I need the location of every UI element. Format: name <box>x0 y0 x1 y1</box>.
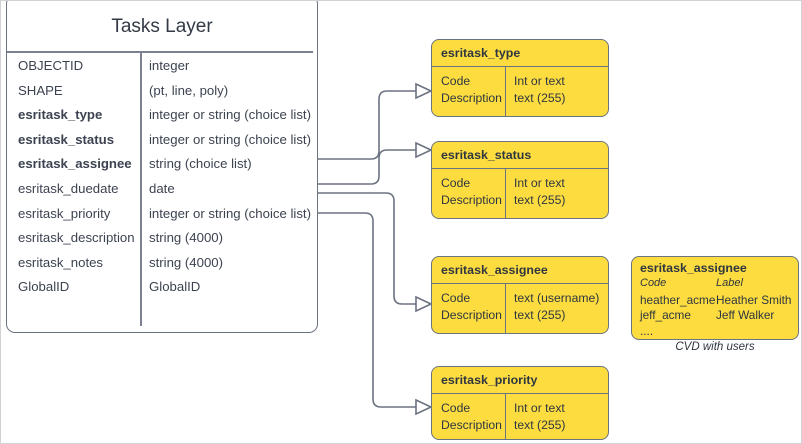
column-divider <box>505 283 507 333</box>
field-name: OBJECTID <box>18 58 84 73</box>
table-row[interactable]: esritask_priority integer or string (cho… <box>7 206 317 231</box>
table-row[interactable]: esritask_status integer or string (choic… <box>7 132 317 157</box>
cvd-code: .... <box>640 323 654 338</box>
domain-right-line: text (255) <box>514 417 566 432</box>
field-type: date <box>149 180 175 196</box>
domain-left-line: Code <box>441 291 471 305</box>
domain-left-line: Code <box>441 401 471 415</box>
header-divider <box>432 168 608 170</box>
domain-left-line: Code <box>441 176 471 190</box>
cvd-caption: CVD with users <box>675 341 755 353</box>
field-type: integer <box>149 58 190 73</box>
field-name: esritask_status <box>18 131 115 147</box>
domain-box-esritask-status[interactable]: esritask_status Code Description Int or … <box>431 141 609 219</box>
arrowhead-assignee <box>415 295 433 313</box>
table-row[interactable]: esritask_description string (4000) <box>7 230 317 255</box>
title-divider <box>7 51 313 53</box>
domain-header: esritask_assignee <box>441 263 548 277</box>
field-list: OBJECTID integer SHAPE (pt, line, poly) … <box>7 58 317 304</box>
domain-right-line: Int or text <box>514 74 565 88</box>
field-type: (pt, line, poly) <box>149 82 229 98</box>
cvd-code: jeff_acme <box>640 308 691 322</box>
domain-left-column: Code Description <box>441 175 502 208</box>
arrowhead-type <box>415 82 433 100</box>
field-type: GlobalID <box>149 279 201 295</box>
table-row[interactable]: esritask_notes string (4000) <box>7 255 317 280</box>
field-type: string (4000) <box>149 230 224 246</box>
cvd-row: .... <box>640 324 798 340</box>
domain-right-line: text (255) <box>514 90 566 105</box>
cvd-label: Heather Smith <box>716 292 792 307</box>
cvd-header-label: Label <box>716 277 743 289</box>
header-divider <box>432 393 608 395</box>
domain-header: esritask_priority <box>441 373 538 387</box>
table-row[interactable]: esritask_type integer or string (choice … <box>7 107 317 132</box>
field-name: GlobalID <box>18 279 70 295</box>
field-type: string (4000) <box>149 254 224 270</box>
domain-right-line: text (255) <box>514 192 566 207</box>
domain-right-line: text (255) <box>514 307 566 322</box>
field-type: integer or string (choice list) <box>149 131 311 147</box>
cvd-header-code: Code <box>640 277 667 289</box>
domain-header: esritask_type <box>441 46 521 60</box>
domain-box-esritask-assignee[interactable]: esritask_assignee Code Description text … <box>431 256 609 334</box>
arrowhead-priority <box>415 398 433 416</box>
connector-assignee <box>318 192 416 305</box>
domain-left-line: Description <box>441 90 502 105</box>
page-title: Tasks Layer <box>111 16 213 37</box>
column-divider <box>505 66 507 116</box>
domain-right-column: Int or text text (255) <box>514 73 565 106</box>
entity-tasks-layer[interactable]: Tasks Layer OBJECTID integer SHAPE (pt, … <box>6 1 318 333</box>
field-name: esritask_type <box>18 107 103 123</box>
connector-priority <box>318 212 416 408</box>
domain-left-line: Code <box>441 74 471 88</box>
column-divider <box>505 393 507 439</box>
field-type: integer or string (choice list) <box>149 107 311 123</box>
domain-left-column: Code Description <box>441 400 502 433</box>
cvd-header-row: Code Label <box>640 277 798 293</box>
field-name: esritask_notes <box>18 254 104 270</box>
field-name: SHAPE <box>18 82 63 98</box>
field-name: esritask_duedate <box>18 180 119 196</box>
domain-header: esritask_status <box>441 148 532 162</box>
connector-status <box>318 149 416 185</box>
domain-left-line: Description <box>441 307 502 322</box>
table-row[interactable]: GlobalID GlobalID <box>7 279 317 304</box>
cvd-code: heather_acme <box>640 292 716 307</box>
cvd-title: esritask_assignee <box>640 261 747 275</box>
table-row[interactable]: SHAPE (pt, line, poly) <box>7 83 317 108</box>
domain-right-column: Int or text text (255) <box>514 175 565 208</box>
field-name: esritask_description <box>18 230 135 246</box>
cvd-grid: Code Label heather_acme Heather Smith je… <box>640 277 798 339</box>
header-divider <box>432 66 608 68</box>
column-divider <box>505 168 507 218</box>
table-row[interactable]: esritask_assignee string (choice list) <box>7 156 317 181</box>
domain-left-column: Code Description <box>441 290 502 323</box>
cvd-row: heather_acme Heather Smith <box>640 293 798 309</box>
domain-right-line: Int or text <box>514 401 565 415</box>
arrowhead-status <box>415 141 433 159</box>
column-divider <box>140 51 142 326</box>
connector-type <box>318 90 416 160</box>
domain-box-esritask-priority[interactable]: esritask_priority Code Description Int o… <box>431 366 609 440</box>
domain-right-column: Int or text text (255) <box>514 400 565 433</box>
domain-box-esritask-type[interactable]: esritask_type Code Description Int or te… <box>431 39 609 117</box>
field-name: esritask_assignee <box>18 156 132 172</box>
field-type: integer or string (choice list) <box>149 205 311 221</box>
domain-left-column: Code Description <box>441 73 502 106</box>
cvd-row: jeff_acme Jeff Walker <box>640 308 798 324</box>
table-row[interactable]: esritask_duedate date <box>7 181 317 206</box>
domain-left-line: Description <box>441 192 502 207</box>
cvd-label: Jeff Walker <box>716 308 775 322</box>
domain-left-line: Description <box>441 417 502 432</box>
domain-right-line: text (username) <box>514 291 600 305</box>
field-name: esritask_priority <box>18 205 111 221</box>
field-type: string (choice list) <box>149 156 252 172</box>
table-row[interactable]: OBJECTID integer <box>7 58 317 83</box>
domain-right-column: text (username) text (255) <box>514 290 599 323</box>
domain-right-line: Int or text <box>514 176 565 190</box>
cvd-users-box[interactable]: esritask_assignee Code Label heather_acm… <box>631 256 799 340</box>
header-divider <box>432 283 608 285</box>
